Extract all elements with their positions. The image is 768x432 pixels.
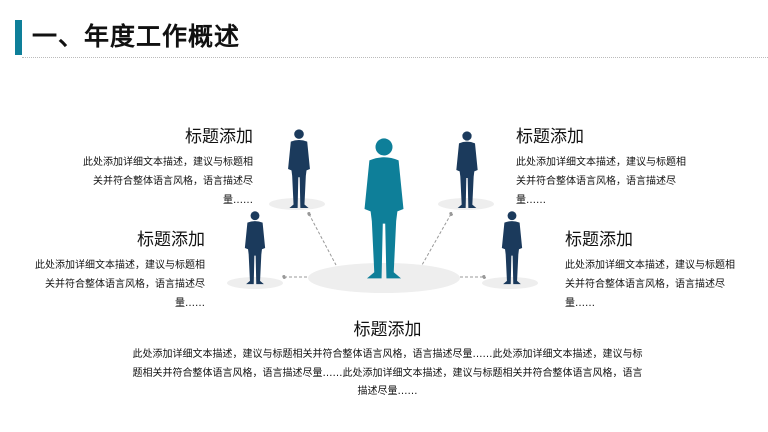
text-block-mid-left: 标题添加 此处添加详细文本描述，建议与标题相关并符合整体语言风格，语言描述尽量…… — [30, 228, 205, 313]
center-person-icon — [364, 138, 404, 279]
page-title: 一、年度工作概述 — [32, 22, 241, 51]
title-accent-bar — [15, 20, 22, 55]
text-block-top-right: 标题添加 此处添加详细文本描述，建议与标题相关并符合整体语言风格，语言描述尽量…… — [516, 125, 691, 210]
title-divider — [22, 57, 768, 58]
block-title: 标题添加 — [565, 230, 633, 250]
person-icon — [501, 211, 523, 285]
block-title: 标题添加 — [137, 230, 205, 250]
block-body: 此处添加详细文本描述，建议与标题相关并符合整体语言风格，语言描述尽量…… — [516, 157, 686, 206]
block-title: 标题添加 — [516, 127, 584, 147]
block-body: 此处添加详细文本描述，建议与标题相关并符合整体语言风格，语言描述尽量…… — [83, 157, 253, 206]
connector-lines — [282, 212, 486, 279]
text-block-top-left: 标题添加 此处添加详细文本描述，建议与标题相关并符合整体语言风格，语言描述尽量…… — [78, 125, 253, 210]
text-block-bottom: 标题添加 此处添加详细文本描述，建议与标题相关并符合整体语言风格，语言描述尽量…… — [130, 318, 645, 402]
person-icon — [456, 131, 478, 208]
person-icon — [244, 211, 266, 285]
person-icon — [288, 129, 310, 208]
block-title: 标题添加 — [353, 320, 422, 340]
block-body: 此处添加详细文本描述，建议与标题相关并符合整体语言风格，语言描述尽量……此处添加… — [132, 349, 643, 397]
block-title: 标题添加 — [185, 127, 253, 147]
text-block-mid-right: 标题添加 此处添加详细文本描述，建议与标题相关并符合整体语言风格，语言描述尽量…… — [565, 228, 740, 313]
block-body: 此处添加详细文本描述，建议与标题相关并符合整体语言风格，语言描述尽量…… — [35, 260, 205, 309]
block-body: 此处添加详细文本描述，建议与标题相关并符合整体语言风格，语言描述尽量…… — [565, 260, 735, 309]
